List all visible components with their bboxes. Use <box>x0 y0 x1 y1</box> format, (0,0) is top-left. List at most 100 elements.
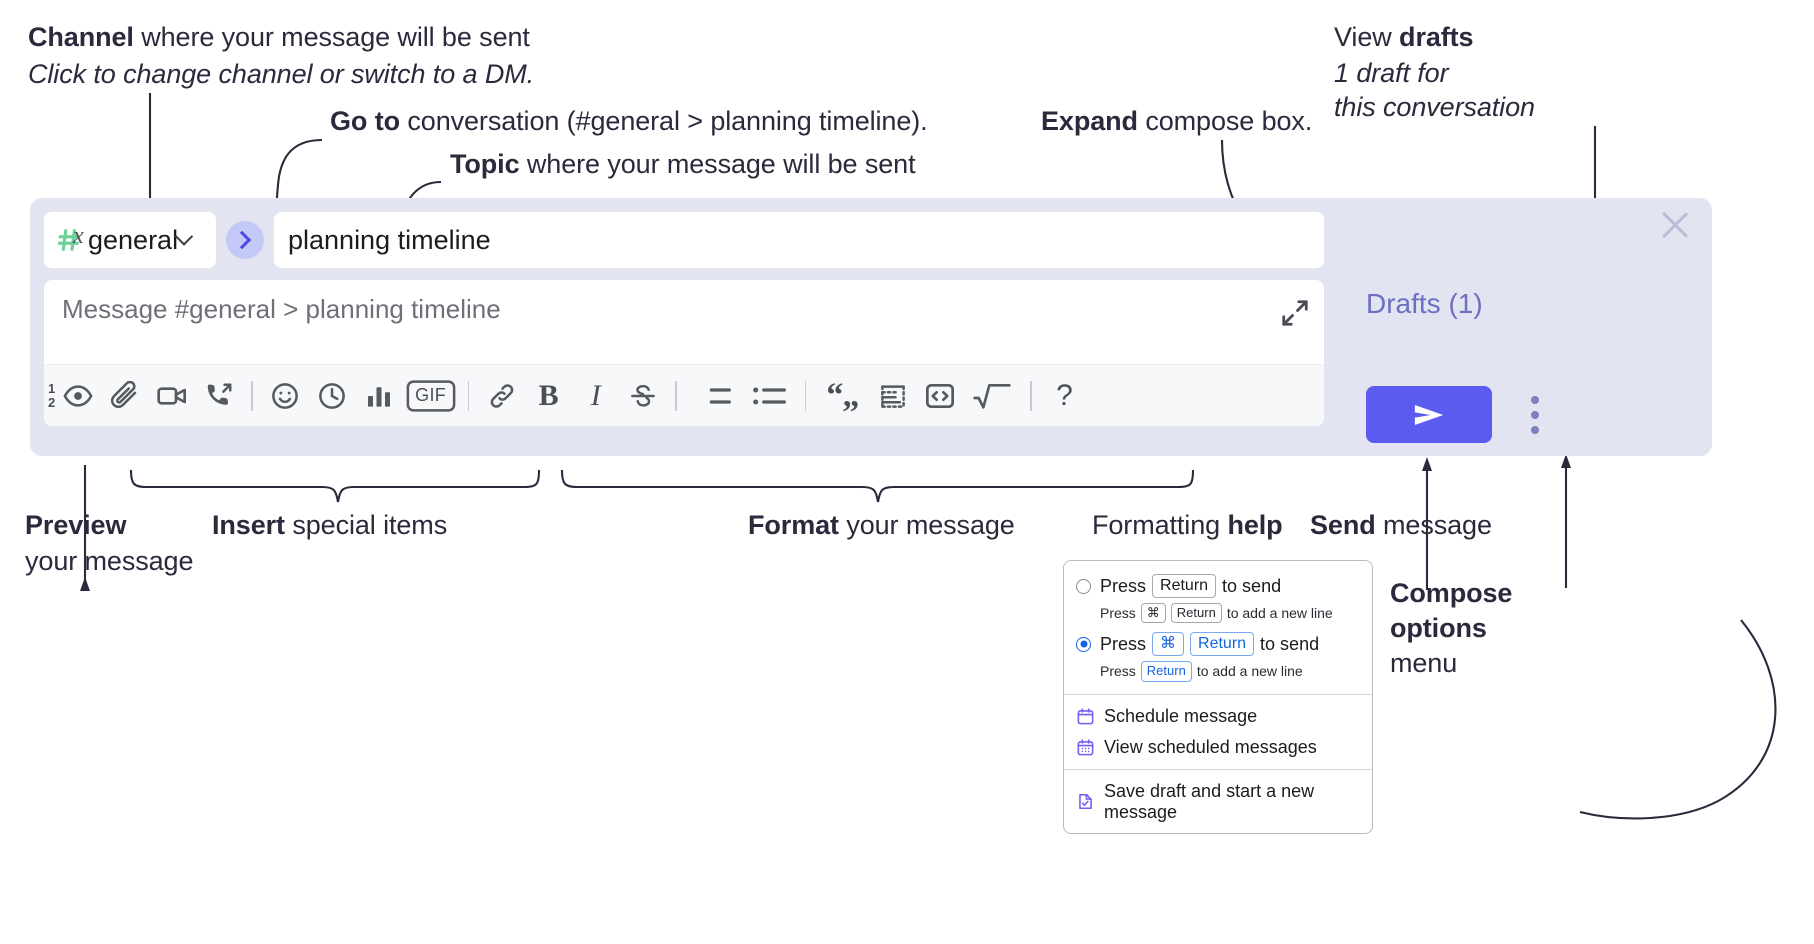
message-input[interactable]: Message #general > planning timeline <box>44 280 1324 364</box>
annotation-topic-bold: Topic <box>450 149 520 179</box>
key-command: ⌘ <box>1140 603 1166 624</box>
key-return: Return <box>1140 661 1192 682</box>
option-press-return-to-send[interactable]: Press Return to send <box>1064 571 1372 601</box>
preview-icon[interactable] <box>54 372 101 419</box>
clock-icon[interactable] <box>309 372 356 419</box>
attachment-icon[interactable] <box>101 372 148 419</box>
toolbar-separator <box>1030 380 1032 411</box>
gif-icon[interactable]: GIF <box>403 372 459 419</box>
code-block-icon[interactable] <box>869 372 916 419</box>
annotation-drafts-lead: View <box>1334 22 1400 52</box>
compose-options-menu-button[interactable] <box>1520 388 1550 442</box>
emoji-icon[interactable] <box>262 372 309 419</box>
compose-inner: general planning timeline Message #gener… <box>43 211 1325 427</box>
link-icon[interactable] <box>478 372 525 419</box>
annotation-format-bold: Format <box>748 510 839 540</box>
key-return: Return <box>1152 574 1217 598</box>
blockquote-icon[interactable]: “„ <box>826 376 859 414</box>
annotation-channel-rest: where your message will be sent <box>133 22 530 52</box>
option1-tail-label: to send <box>1222 575 1282 596</box>
annotation-drafts-line2: 1 draft for <box>1334 57 1449 88</box>
toolbar-separator <box>675 380 677 411</box>
hash-icon <box>56 227 82 253</box>
compose-header-row: general planning timeline <box>43 211 1325 269</box>
annotation-compose-options: Compose options menu <box>1390 576 1512 681</box>
annotation-channel: Channel where your message will be sent … <box>28 22 534 91</box>
option2-sub-press: Press <box>1100 663 1136 680</box>
channel-selector[interactable]: general <box>43 211 217 269</box>
annotation-preview: Preview your message <box>25 510 193 578</box>
radio-return-to-send[interactable] <box>1076 578 1091 594</box>
dot <box>1531 396 1539 404</box>
annotation-channel-sub: Click to change channel or switch to a D… <box>28 58 535 89</box>
annotation-send: Send message <box>1310 510 1492 542</box>
expand-icon[interactable] <box>1280 298 1310 328</box>
topic-input[interactable]: planning timeline <box>273 211 1325 269</box>
toolbar-separator <box>467 380 470 411</box>
menu-item-save-draft[interactable]: Save draft and start a new message <box>1064 776 1372 833</box>
toolbar-separator <box>251 380 253 411</box>
italic-icon[interactable]: I <box>590 378 601 412</box>
message-box: Message #general > planning timeline <box>43 223 1325 427</box>
option1-sub-press: Press <box>1100 605 1136 622</box>
video-icon[interactable] <box>148 372 195 419</box>
inline-code-icon[interactable] <box>916 372 963 419</box>
menu-divider <box>1064 768 1372 770</box>
annotation-preview-bold: Preview <box>25 510 127 540</box>
poll-bars-icon[interactable] <box>356 372 403 419</box>
bold-icon[interactable]: B <box>538 378 559 412</box>
strikethrough-icon[interactable] <box>619 372 666 419</box>
dot <box>1531 426 1539 434</box>
annotation-drafts: View drafts 1 draft for this conversatio… <box>1334 22 1535 124</box>
annotation-send-bold: Send <box>1310 510 1376 540</box>
menu-item-view-scheduled-messages[interactable]: View scheduled messages <box>1064 732 1372 763</box>
option2-press-label: Press <box>1100 633 1147 654</box>
option-press-cmd-return-to-send[interactable]: Press ⌘ Return to send <box>1064 629 1372 659</box>
calendar-grid-icon <box>1076 738 1095 757</box>
menu-item-label: Schedule message <box>1104 705 1258 726</box>
key-return: Return <box>1170 603 1222 624</box>
formatting-help-icon[interactable]: ? <box>1056 378 1073 412</box>
annotation-drafts-bold: drafts <box>1399 22 1474 52</box>
annotation-goto: Go to conversation (#general > planning … <box>330 106 928 138</box>
phone-forward-icon[interactable] <box>195 372 242 419</box>
annotation-topic: Topic where your message will be sent <box>450 149 916 181</box>
topic-value: planning timeline <box>288 224 491 255</box>
close-icon[interactable] <box>1658 208 1692 242</box>
annotation-goto-rest: conversation (#general > planning timeli… <box>399 106 928 136</box>
channel-name: general <box>88 224 179 255</box>
chevron-down-icon <box>184 230 204 250</box>
annotation-help-lead: Formatting <box>1092 510 1228 540</box>
bulleted-list-icon[interactable] <box>742 372 796 419</box>
dot <box>1531 411 1539 419</box>
option2-sub-tail: to add a new line <box>1196 663 1303 680</box>
clear-topic-icon[interactable] <box>1282 225 1312 255</box>
annotation-format-rest: your message <box>838 510 1015 540</box>
option1-subtext: Press ⌘ Return to add a new line <box>1064 601 1372 629</box>
annotation-insert-rest: special items <box>284 510 448 540</box>
key-command: ⌘ <box>1152 632 1185 657</box>
annotation-insert-bold: Insert <box>212 510 285 540</box>
drafts-link[interactable]: Drafts (1) <box>1366 288 1483 319</box>
send-button[interactable] <box>1366 386 1492 443</box>
annotation-expand-bold: Expand <box>1041 106 1138 136</box>
annotation-channel-bold: Channel <box>28 22 134 52</box>
math-icon[interactable]: x <box>73 223 1021 419</box>
annotation-compose-options-bold2: options <box>1390 613 1487 644</box>
chevron-right-icon <box>237 232 253 248</box>
radio-cmd-return-to-send[interactable] <box>1076 636 1091 652</box>
annotation-compose-options-bold1: Compose <box>1390 578 1513 608</box>
option1-sub-tail: to add a new line <box>1226 605 1333 622</box>
annotation-compose-options-rest: menu <box>1390 648 1458 679</box>
option2-tail-label: to send <box>1260 633 1320 654</box>
annotation-preview-line2: your message <box>25 545 194 576</box>
menu-item-label: View scheduled messages <box>1104 736 1317 757</box>
annotation-expand-rest: compose box. <box>1137 106 1313 136</box>
menu-item-schedule-message[interactable]: Schedule message <box>1064 701 1372 732</box>
go-to-conversation-button[interactable] <box>226 221 264 259</box>
menu-divider <box>1064 693 1372 695</box>
annotation-insert: Insert special items <box>212 510 447 542</box>
